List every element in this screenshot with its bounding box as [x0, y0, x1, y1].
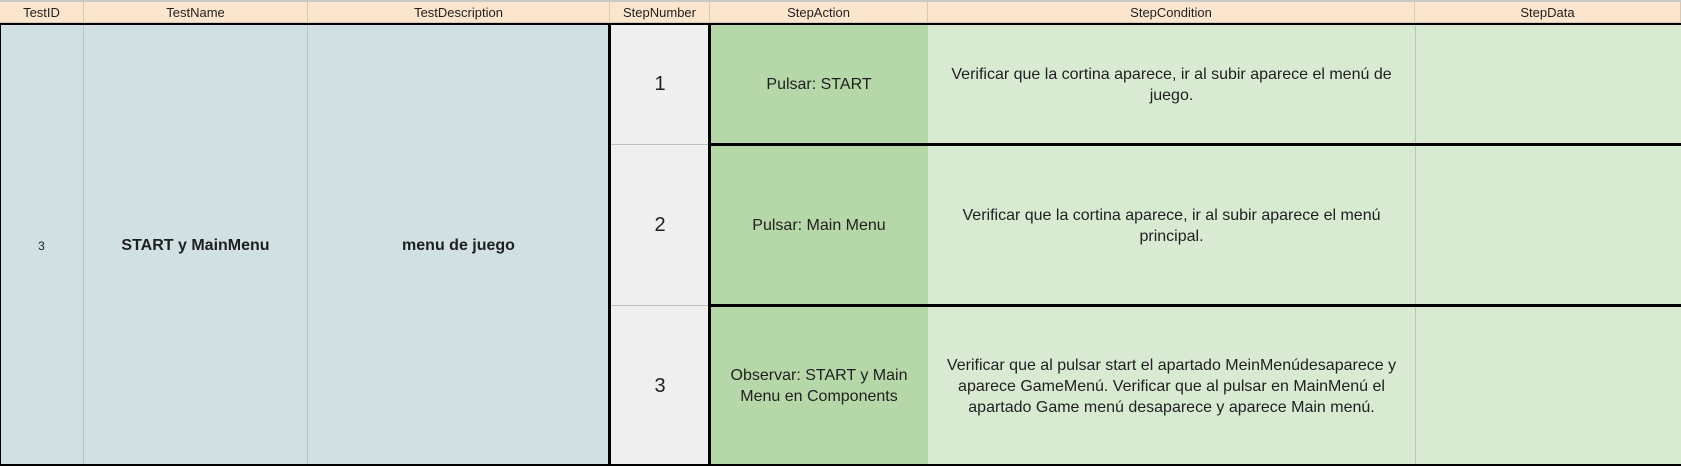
gridline [1415, 25, 1416, 466]
gridline [0, 0, 1681, 2]
border-left-of-actions [708, 23, 711, 466]
header-stepnumber[interactable]: StepNumber [610, 2, 710, 23]
gridline [83, 25, 84, 466]
header-stepaction[interactable]: StepAction [710, 2, 928, 23]
cell-step-number-1[interactable]: 1 [610, 25, 710, 144]
cell-step-condition-2[interactable]: Verificar que la cortina aparece, ir al … [928, 145, 1415, 306]
border-step1-bottom [708, 143, 1681, 146]
header-testid[interactable]: TestID [0, 2, 84, 23]
border-left [0, 23, 1, 466]
cell-step-number-3[interactable]: 3 [610, 306, 710, 466]
border-left-of-steps [608, 23, 611, 466]
header-stepcondition[interactable]: StepCondition [928, 2, 1415, 23]
cell-step-condition-1[interactable]: Verificar que la cortina aparece, ir al … [928, 25, 1415, 144]
cell-step-data-2[interactable] [1415, 145, 1681, 306]
gridline [610, 305, 710, 306]
cell-step-action-2[interactable]: Pulsar: Main Menu [710, 145, 928, 306]
gridline [307, 25, 308, 466]
border-header-bottom [0, 23, 1681, 25]
cell-step-action-3[interactable]: Observar: START y Main Menu en Component… [710, 306, 928, 466]
border-step2-bottom [708, 304, 1681, 307]
cell-test-name[interactable]: START y MainMenu [84, 25, 307, 466]
cell-step-data-1[interactable] [1415, 25, 1681, 144]
cell-test-description[interactable]: menu de juego [308, 25, 609, 466]
header-stepdata[interactable]: StepData [1415, 2, 1681, 23]
cell-step-condition-3[interactable]: Verificar que al pulsar start el apartad… [928, 306, 1415, 466]
gridline [610, 144, 710, 145]
header-testdescription[interactable]: TestDescription [308, 2, 610, 23]
cell-step-data-3[interactable] [1415, 306, 1681, 466]
cell-test-id[interactable]: 3 [0, 25, 83, 466]
header-testname[interactable]: TestName [84, 2, 308, 23]
border-bottom [0, 464, 1681, 466]
cell-step-number-2[interactable]: 2 [610, 145, 710, 306]
cell-step-action-1[interactable]: Pulsar: START [710, 25, 928, 144]
